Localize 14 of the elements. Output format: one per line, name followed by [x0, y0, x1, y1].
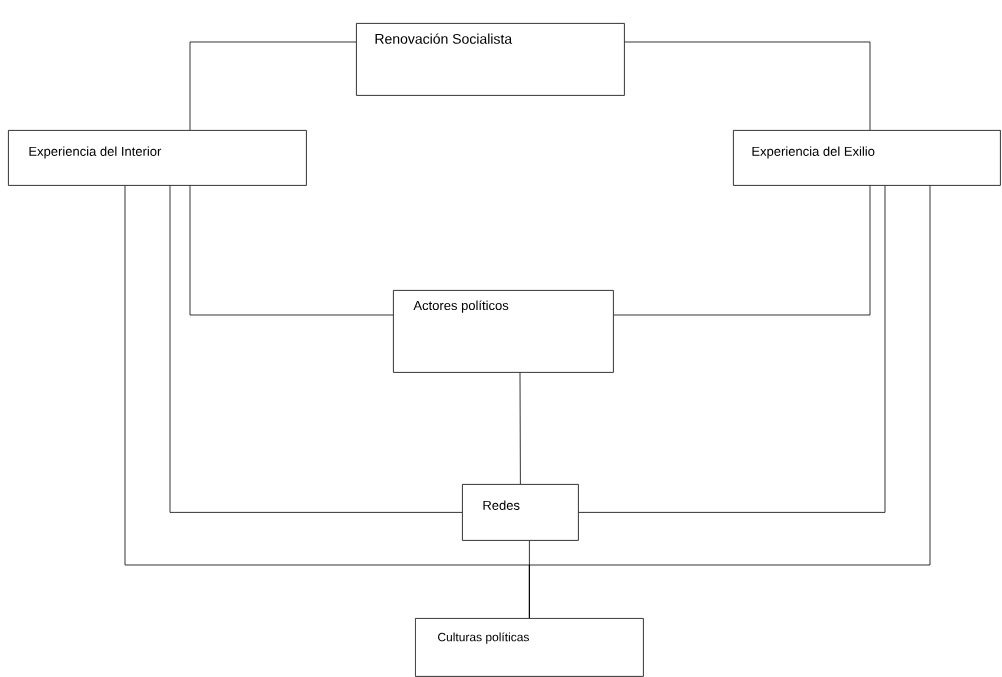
connector-line [189, 185, 394, 316]
connector-line [519, 372, 521, 485]
text-box: Culturas políticas [415, 618, 644, 677]
connector-line [613, 185, 871, 316]
text-box: Experiencia del Exilio [733, 130, 1001, 186]
connector-line [529, 540, 530, 619]
text-box: Renovación Socialista [356, 23, 625, 96]
connector-line [624, 41, 871, 131]
text-box: Experiencia del Interior [8, 130, 307, 186]
connector-line [169, 185, 463, 513]
connector-line [578, 185, 886, 513]
connector-line [189, 41, 357, 131]
text-box: Actores políticos [393, 290, 614, 373]
text-box: Redes [462, 484, 579, 541]
